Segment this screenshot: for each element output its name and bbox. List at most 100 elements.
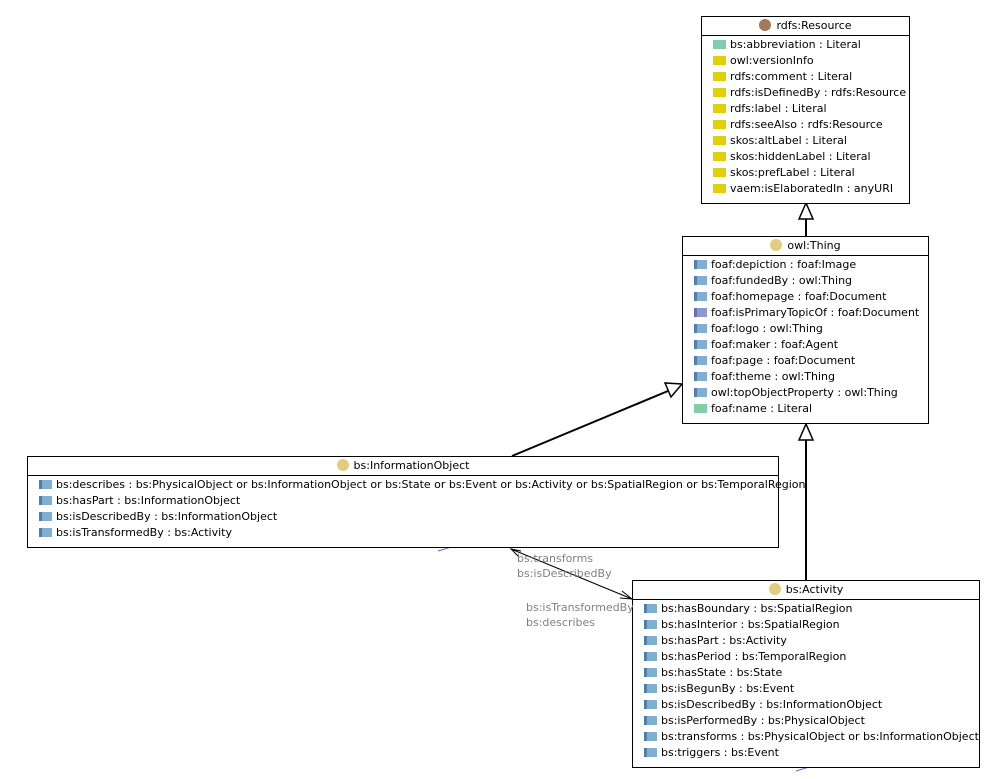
property-row[interactable]: bs:isPerformedBy : bs:PhysicalObject	[644, 713, 979, 729]
object-property-icon	[39, 528, 52, 537]
object-property-icon	[694, 388, 707, 397]
object-property-icon	[644, 668, 657, 677]
property-row[interactable]: skos:prefLabel : Literal	[713, 165, 909, 181]
class-icon	[770, 239, 783, 251]
property-label: bs:isPerformedBy : bs:PhysicalObject	[661, 714, 865, 727]
class-owl-thing[interactable]: owl:Thing foaf:depiction : foaf:Image foa…	[682, 236, 929, 424]
object-property-icon	[694, 292, 707, 301]
property-row[interactable]: bs:isDescribedBy : bs:InformationObject	[644, 697, 979, 713]
object-property-icon	[644, 604, 657, 613]
property-label: foaf:page : foaf:Document	[711, 354, 856, 367]
property-label: bs:describes : bs:PhysicalObject or bs:I…	[56, 478, 806, 491]
property-label: foaf:depiction : foaf:Image	[711, 258, 857, 271]
property-row[interactable]: rdfs:label : Literal	[713, 101, 909, 117]
property-row[interactable]: bs:transforms : bs:PhysicalObject or bs:…	[644, 729, 979, 745]
property-row[interactable]: foaf:isPrimaryTopicOf : foaf:Document	[694, 305, 928, 321]
class-title: rdfs:Resource	[776, 19, 852, 32]
class-bs-informationobject[interactable]: bs:InformationObject bs:describes : bs:P…	[27, 456, 806, 548]
object-property-icon	[644, 652, 657, 661]
property-row[interactable]: foaf:page : foaf:Document	[694, 353, 928, 369]
property-label: rdfs:isDefinedBy : rdfs:Resource	[730, 86, 907, 99]
property-row[interactable]: bs:isBegunBy : bs:Event	[644, 681, 979, 697]
property-row[interactable]: foaf:depiction : foaf:Image	[694, 257, 928, 273]
annotation-property-icon	[713, 72, 726, 81]
property-label: bs:triggers : bs:Event	[661, 746, 779, 759]
property-label: foaf:fundedBy : owl:Thing	[711, 274, 853, 287]
property-row[interactable]: bs:describes : bs:PhysicalObject or bs:I…	[39, 477, 806, 493]
edge-label-istransformedby: bs:isTransformedBy	[526, 601, 634, 614]
annotation-property-icon	[713, 104, 726, 113]
edge-label-transforms: bs:transforms	[517, 552, 594, 565]
object-property-icon	[39, 480, 52, 489]
property-row[interactable]: owl:topObjectProperty : owl:Thing	[694, 385, 928, 401]
object-property-icon	[644, 700, 657, 709]
property-label: foaf:homepage : foaf:Document	[711, 290, 887, 303]
class-title: owl:Thing	[787, 239, 841, 252]
class-header: bs:InformationObject	[28, 457, 778, 476]
annotation-property-icon	[713, 88, 726, 97]
datatype-property-icon	[694, 404, 707, 413]
subclass-edge-info-thing	[511, 390, 669, 457]
property-row[interactable]: rdfs:isDefinedBy : rdfs:Resource	[713, 85, 909, 101]
annotation-property-icon	[713, 184, 726, 193]
property-row[interactable]: foaf:theme : owl:Thing	[694, 369, 928, 385]
datatype-property-icon	[713, 40, 726, 49]
property-row[interactable]: foaf:logo : owl:Thing	[694, 321, 928, 337]
property-row[interactable]: skos:altLabel : Literal	[713, 133, 909, 149]
property-row[interactable]: foaf:fundedBy : owl:Thing	[694, 273, 928, 289]
property-label: bs:isBegunBy : bs:Event	[661, 682, 795, 695]
object-property-icon	[694, 276, 707, 285]
class-title: bs:InformationObject	[353, 459, 470, 472]
property-label: bs:hasState : bs:State	[661, 666, 783, 679]
property-row[interactable]: bs:isDescribedBy : bs:InformationObject	[39, 509, 778, 525]
property-row[interactable]: bs:hasPeriod : bs:TemporalRegion	[644, 649, 979, 665]
class-header: rdfs:Resource	[702, 17, 909, 36]
property-row[interactable]: bs:hasState : bs:State	[644, 665, 979, 681]
property-row[interactable]: bs:isTransformedBy : bs:Activity	[39, 525, 778, 541]
annotation-property-icon	[713, 152, 726, 161]
property-label: bs:hasInterior : bs:SpatialRegion	[661, 618, 840, 631]
property-label: bs:hasPart : bs:Activity	[661, 634, 787, 647]
property-label: bs:hasPart : bs:InformationObject	[56, 494, 241, 507]
property-label: rdfs:label : Literal	[730, 102, 827, 115]
property-label: owl:topObjectProperty : owl:Thing	[711, 386, 898, 399]
object-property-icon	[644, 620, 657, 629]
property-row[interactable]: vaem:isElaboratedIn : anyURI	[713, 181, 909, 197]
property-list: bs:describes : bs:PhysicalObject or bs:I…	[28, 476, 806, 541]
object-property-icon	[694, 372, 707, 381]
property-row[interactable]: foaf:homepage : foaf:Document	[694, 289, 928, 305]
edge-label-to-info: bs:isTransformedBy bs:describes	[526, 600, 634, 630]
property-label: bs:hasBoundary : bs:SpatialRegion	[661, 602, 853, 615]
property-row[interactable]: bs:hasPart : bs:InformationObject	[39, 493, 778, 509]
property-row[interactable]: bs:hasInterior : bs:SpatialRegion	[644, 617, 979, 633]
property-label: bs:isDescribedBy : bs:InformationObject	[56, 510, 278, 523]
property-row[interactable]: skos:hiddenLabel : Literal	[713, 149, 909, 165]
object-property-icon	[644, 716, 657, 725]
property-row[interactable]: bs:hasBoundary : bs:SpatialRegion	[644, 601, 979, 617]
object-property-icon	[39, 512, 52, 521]
property-row[interactable]: bs:hasPart : bs:Activity	[644, 633, 979, 649]
property-row[interactable]: owl:versionInfo	[713, 53, 909, 69]
class-bs-activity[interactable]: bs:Activity bs:hasBoundary : bs:SpatialR…	[632, 580, 980, 768]
object-property-icon	[694, 260, 707, 269]
annotation-property-icon	[713, 120, 726, 129]
resource-class-icon	[759, 19, 772, 31]
property-row[interactable]: bs:abbreviation : Literal	[713, 37, 909, 53]
property-label: vaem:isElaboratedIn : anyURI	[730, 182, 894, 195]
property-row[interactable]: bs:triggers : bs:Event	[644, 745, 979, 761]
property-row[interactable]: rdfs:comment : Literal	[713, 69, 909, 85]
property-label: rdfs:seeAlso : rdfs:Resource	[730, 118, 883, 131]
object-property-icon	[644, 684, 657, 693]
property-row[interactable]: rdfs:seeAlso : rdfs:Resource	[713, 117, 909, 133]
property-row[interactable]: foaf:maker : foaf:Agent	[694, 337, 928, 353]
annotation-property-icon	[713, 136, 726, 145]
class-icon	[336, 459, 349, 471]
property-label: foaf:theme : owl:Thing	[711, 370, 835, 383]
subclass-arrowhead	[797, 422, 815, 441]
property-row[interactable]: foaf:name : Literal	[694, 401, 928, 417]
property-arrowhead-info	[509, 548, 522, 558]
object-property-icon	[694, 324, 707, 333]
property-label: skos:hiddenLabel : Literal	[730, 150, 871, 163]
